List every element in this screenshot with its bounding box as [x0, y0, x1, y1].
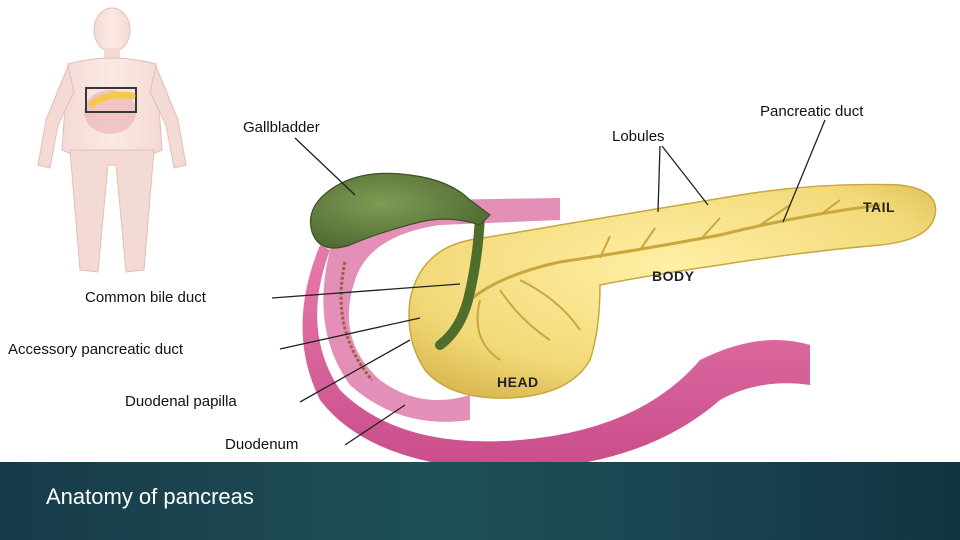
slide-title: Anatomy of pancreas — [46, 484, 254, 509]
gallbladder-shape — [309, 172, 491, 249]
duodenum-shape — [302, 198, 810, 462]
label-common-bile-duct: Common bile duct — [85, 289, 206, 306]
label-gallbladder: Gallbladder — [243, 119, 320, 136]
footer-bar: Anatomy of pancreas — [0, 462, 960, 540]
illustration-canvas — [37, 7, 937, 462]
duodenal-papilla-leader — [299, 339, 411, 403]
human-body-figure — [37, 7, 187, 273]
label-lobules: Lobules — [612, 128, 665, 145]
common-bile-duct-leader — [271, 283, 461, 299]
anatomy-illustration: Gallbladder Lobules Pancreatic duct Comm… — [8, 7, 937, 462]
lobules-leader-1 — [657, 145, 661, 213]
region-tail: TAIL — [863, 199, 896, 215]
label-duodenal-papilla: Duodenal papilla — [125, 393, 237, 410]
body-highlight-box — [85, 87, 137, 113]
label-accessory-pancreatic-duct: Accessory pancreatic duct — [8, 341, 184, 358]
accessory-pancreatic-duct-leader — [279, 317, 421, 350]
label-duodenum: Duodenum — [225, 436, 299, 453]
duodenum-leader — [344, 404, 406, 446]
lobules-leader-2 — [661, 145, 709, 206]
gallbladder-leader — [294, 137, 356, 196]
label-pancreatic-duct: Pancreatic duct — [760, 103, 864, 120]
pancreatic-duct-leader — [782, 119, 826, 223]
leader-lines — [271, 119, 826, 446]
pancreas-shape — [408, 183, 937, 399]
region-body: BODY — [652, 268, 695, 284]
common-bile-duct-shape — [435, 210, 485, 350]
region-head: HEAD — [497, 374, 539, 390]
